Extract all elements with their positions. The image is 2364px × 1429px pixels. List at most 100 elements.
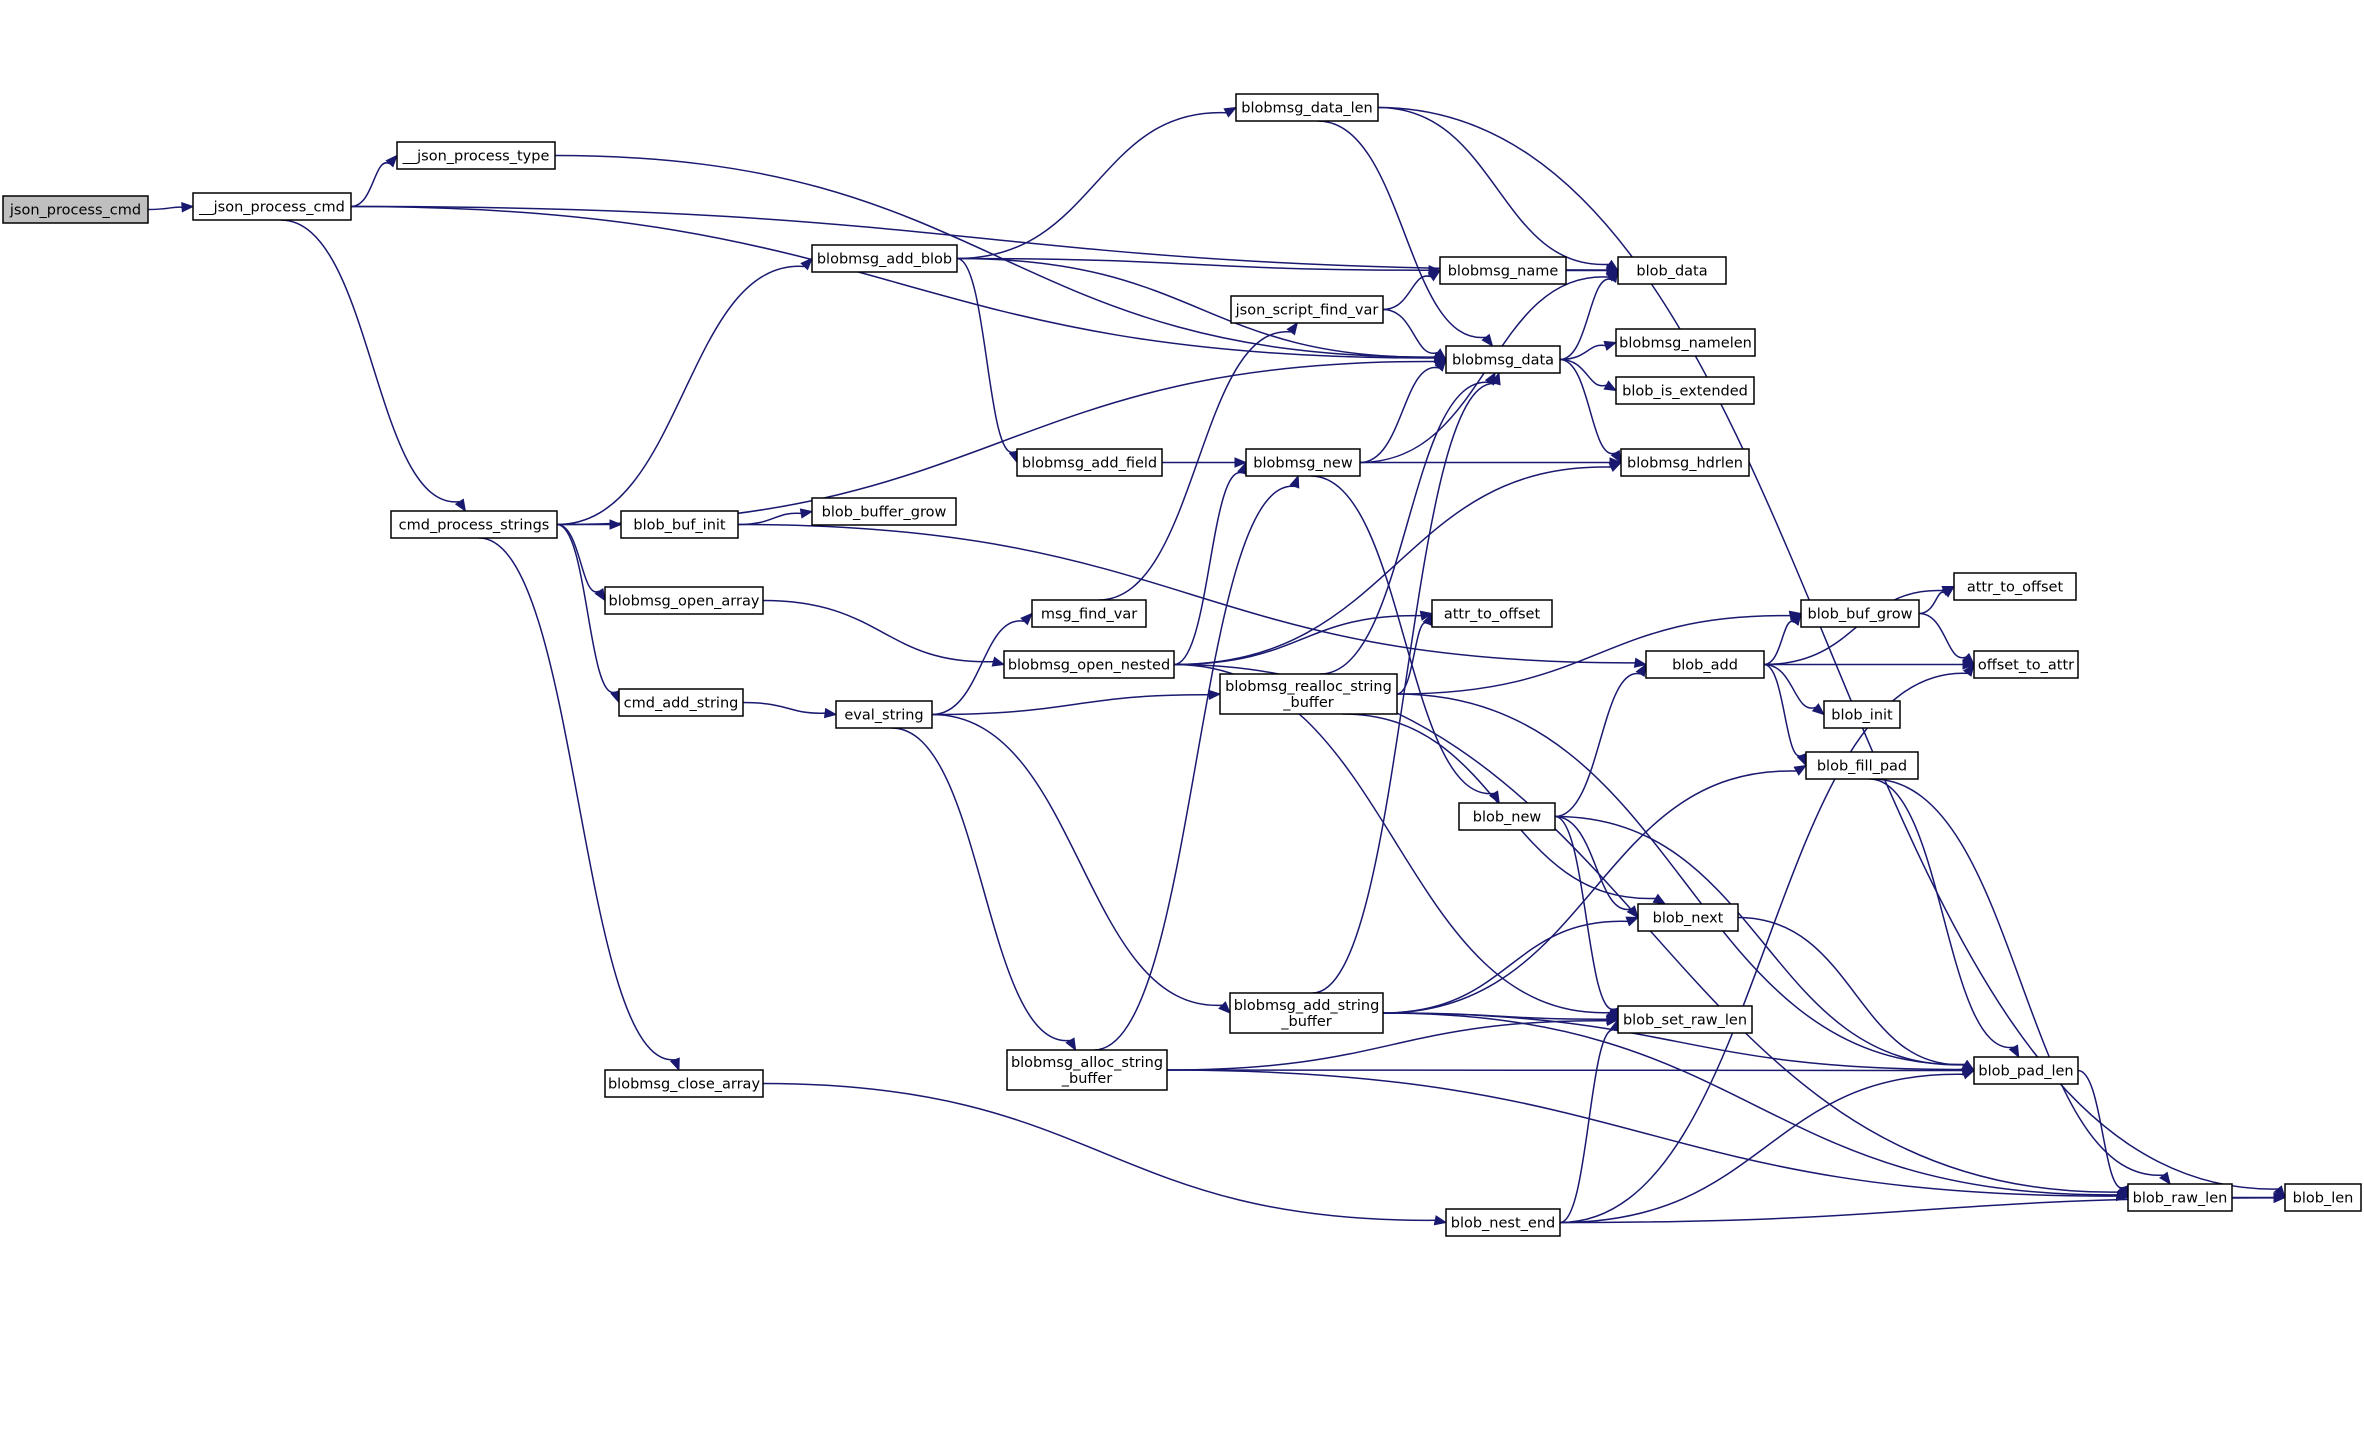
edge-blobmsg_new-to-blobmsg_data [1359,358,1447,464]
edge-line [1310,475,1494,795]
node---json-process-cmd[interactable]: __json_process_cmd [192,192,352,221]
node-blobmsg-add-field[interactable]: blobmsg_add_field [1016,448,1163,477]
node-box [811,244,958,273]
node-blob-fill-pad[interactable]: blob_fill_pad [1805,751,1919,780]
node-blobmsg-realloc-string-buffer[interactable]: blobmsg_realloc_string_buffer [1219,673,1398,715]
edge-line [931,694,1210,716]
node-blob-len[interactable]: blob_len [2284,1183,2362,1212]
node-json-script-find-var[interactable]: json_script_find_var [1230,295,1384,324]
edge-line [1173,614,1422,666]
arrowhead-icon [1020,612,1033,626]
node-label: attr_to_offset [1444,607,1541,623]
edge-eval_string-to-blobmsg_realloc_string_buffer [931,689,1222,716]
node-blob-raw-len[interactable]: blob_raw_len [2127,1183,2233,1212]
node---json-process-type[interactable]: __json_process_type [396,141,556,170]
edge-line [1554,673,1641,818]
node-blobmsg-name[interactable]: blobmsg_name [1439,256,1567,285]
node-label: json_process_cmd [9,203,141,219]
node-blob-set-raw-len[interactable]: blob_set_raw_len [1617,1005,1753,1034]
arrowhead-icon [1793,764,1808,776]
node-box [1615,376,1755,405]
node-blob-buf-grow[interactable]: blob_buf_grow [1800,599,1920,628]
node-cmd-process-strings[interactable]: cmd_process_strings [390,510,558,539]
arrowhead-icon [2008,1044,2020,1059]
node-label: blobmsg_new [1253,456,1353,472]
node-blobmsg-namelen[interactable]: blobmsg_namelen [1615,328,1756,357]
node-blobmsg-add-string-buffer[interactable]: blobmsg_add_string_buffer [1229,992,1384,1034]
node-cmd-add-string[interactable]: cmd_add_string [618,688,744,717]
node-eval-string[interactable]: eval_string [835,700,933,729]
edge-blobmsg_open_nested-to-blobmsg_hdrlen [1173,461,1623,666]
edge-line [931,713,1223,1006]
edge-__json_process_cmd-to-__json_process_type [350,154,398,208]
node-label: blobmsg_open_nested [1008,658,1170,674]
node-blob-buffer-grow[interactable]: blob_buffer_grow [811,497,957,526]
node-box [1219,673,1398,715]
node-box [1016,448,1163,477]
edge-line [1559,344,1606,361]
node-blob-nest-end[interactable]: blob_nest_end [1445,1208,1561,1237]
edge-line [1382,308,1438,354]
node-blob-pad-len[interactable]: blob_pad_len [1973,1056,2079,1085]
node-blobmsg-data-len[interactable]: blobmsg_data_len [1235,93,1379,122]
node-blob-buf-init[interactable]: blob_buf_init [620,510,739,539]
node-blobmsg-open-array[interactable]: blobmsg_open_array [604,586,764,615]
node-msg-find-var[interactable]: msg_find_var [1031,599,1147,628]
edge-msg_find_var-to-json_script_find_var [1098,321,1299,601]
edge-__json_process_cmd-to-cmd_process_strings [280,219,467,513]
arrowhead-icon [1419,610,1434,621]
edge-blobmsg_realloc_string_buffer-to-blobmsg_data [1320,371,1496,675]
node-box [1235,93,1379,122]
node-box [1229,992,1384,1034]
node-label: blob_pad_len [1978,1064,2073,1080]
edge-line [1559,1029,1616,1224]
edge-blobmsg_add_string_buffer-to-blob_next [1382,916,1640,1014]
node-offset-to-attr[interactable]: offset_to_attr [1973,650,2079,679]
node-blobmsg-new[interactable]: blobmsg_new [1245,448,1361,477]
arrowhead-icon [1652,893,1667,905]
arrowhead-icon [1603,380,1618,392]
node-label: eval_string [844,708,923,724]
arrowhead-icon [1605,269,1620,282]
edge-line [556,523,600,593]
arrowhead-icon [1962,652,1975,666]
edge-blobmsg_data_len-to-blobmsg_data [1317,120,1494,348]
node-label: blob_len [2293,1191,2354,1207]
node-blob-next[interactable]: blob_next [1637,903,1739,932]
node-label: blobmsg_name [1448,264,1559,280]
edge-line [1166,1019,1608,1071]
edge-line [1382,920,1628,1014]
arrowhead-icon [2273,1185,2286,1199]
node-box [604,586,764,615]
node-box [390,510,558,539]
node-blobmsg-hdrlen[interactable]: blobmsg_hdrlen [1620,448,1750,477]
edge-eval_string-to-msg_find_var [931,612,1033,716]
node-blob-init[interactable]: blob_init [1823,700,1901,729]
node-blob-new[interactable]: blob_new [1458,802,1556,831]
node-attr-to-offset-2[interactable]: attr_to_offset [1953,572,2077,601]
arrowhead-icon [1490,371,1501,386]
edge-line [1559,358,1607,387]
node-blobmsg-open-nested[interactable]: blobmsg_open_nested [1003,650,1175,679]
arrowhead-icon [1626,905,1639,919]
node-box [1620,448,1750,477]
edge-line [556,360,1436,526]
node-blobmsg-alloc-string-buffer[interactable]: blobmsg_alloc_string_buffer [1006,1049,1168,1091]
node-blob-data[interactable]: blob_data [1617,256,1727,285]
node-blobmsg-close-array[interactable]: blobmsg_close_array [604,1069,764,1098]
edge-cmd_process_strings-to-blob_buf_init [557,519,623,530]
node-json-process-cmd[interactable]: json_process_cmd [2,195,149,224]
edge-line [1396,614,1791,695]
node-attr-to-offset[interactable]: attr_to_offset [1431,599,1553,628]
edge-line [742,701,826,714]
arrowhead-icon [1635,663,1647,678]
node-box [1006,1049,1168,1091]
node-label: blobmsg_hdrlen [1627,456,1743,472]
node-blob-is-extended[interactable]: blob_is_extended [1615,376,1755,405]
node-blobmsg-data[interactable]: blobmsg_data [1445,345,1561,374]
node-blob-add[interactable]: blob_add [1645,650,1765,679]
arrowhead-icon [1234,457,1248,468]
node-label: blobmsg_add_string [1234,998,1380,1014]
node-blobmsg-add-blob[interactable]: blobmsg_add_blob [811,244,958,273]
